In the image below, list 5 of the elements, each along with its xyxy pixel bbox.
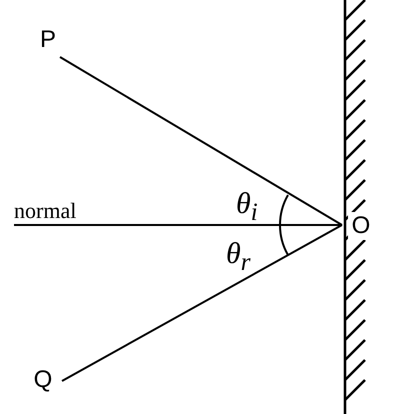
angle-label: θ$_{i}$ [236, 188, 258, 228]
light-ray [59, 56, 343, 226]
normal-line [14, 224, 342, 226]
angle-label: θ$_{r}$ [226, 238, 250, 278]
light-ray [62, 224, 342, 382]
